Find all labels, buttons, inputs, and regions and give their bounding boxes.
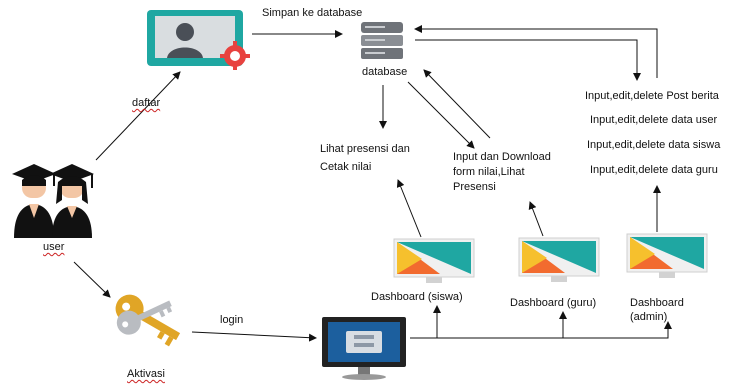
admin-action-guru: Input,edit,delete data guru (590, 164, 718, 176)
arrow-login (191, 331, 317, 342)
arrow-aktivasi (73, 261, 111, 298)
bus-line (410, 322, 669, 339)
dashboard-admin-label: Dashboard (admin) (630, 297, 684, 323)
database-label: database (362, 66, 408, 78)
arrow-db-input (407, 81, 475, 149)
dashboard-admin-monitor-icon (625, 232, 709, 280)
arrow-guru-input (528, 201, 544, 237)
arrow-siswa-lihat (396, 179, 422, 238)
admin-action-siswa: Input,edit,delete data siswa (587, 139, 721, 151)
user-label: user (43, 241, 65, 253)
admin-action-berita: Input,edit,delete Post berita (585, 90, 719, 102)
aktivasi-label: Aktivasi (127, 368, 165, 380)
arrow-actions-db (414, 25, 658, 78)
dashboard-guru-label: Dashboard (guru) (510, 297, 597, 309)
login-label: login (220, 314, 244, 326)
arrow-input-db (423, 69, 491, 139)
simpan-label: Simpan ke database (262, 7, 363, 19)
input-download-label: Input dan Download form nilai,Lihat Pres… (453, 151, 551, 193)
lihat-presensi-label: Lihat presensi dan Cetak nilai (320, 143, 410, 173)
profile-card-icon (145, 8, 255, 70)
database-icon (357, 20, 407, 64)
dashboard-siswa-monitor-icon (392, 237, 476, 285)
key-icon (104, 290, 194, 352)
admin-action-user: Input,edit,delete data user (590, 114, 718, 126)
arrow-daftar (95, 71, 181, 161)
dashboard-siswa-label: Dashboard (siswa) (371, 291, 463, 303)
users-icon (10, 160, 96, 238)
daftar-label: daftar (132, 97, 161, 109)
arrow-db-actions (415, 39, 641, 81)
dashboard-guru-monitor-icon (517, 236, 601, 284)
login-monitor-icon (318, 315, 410, 381)
